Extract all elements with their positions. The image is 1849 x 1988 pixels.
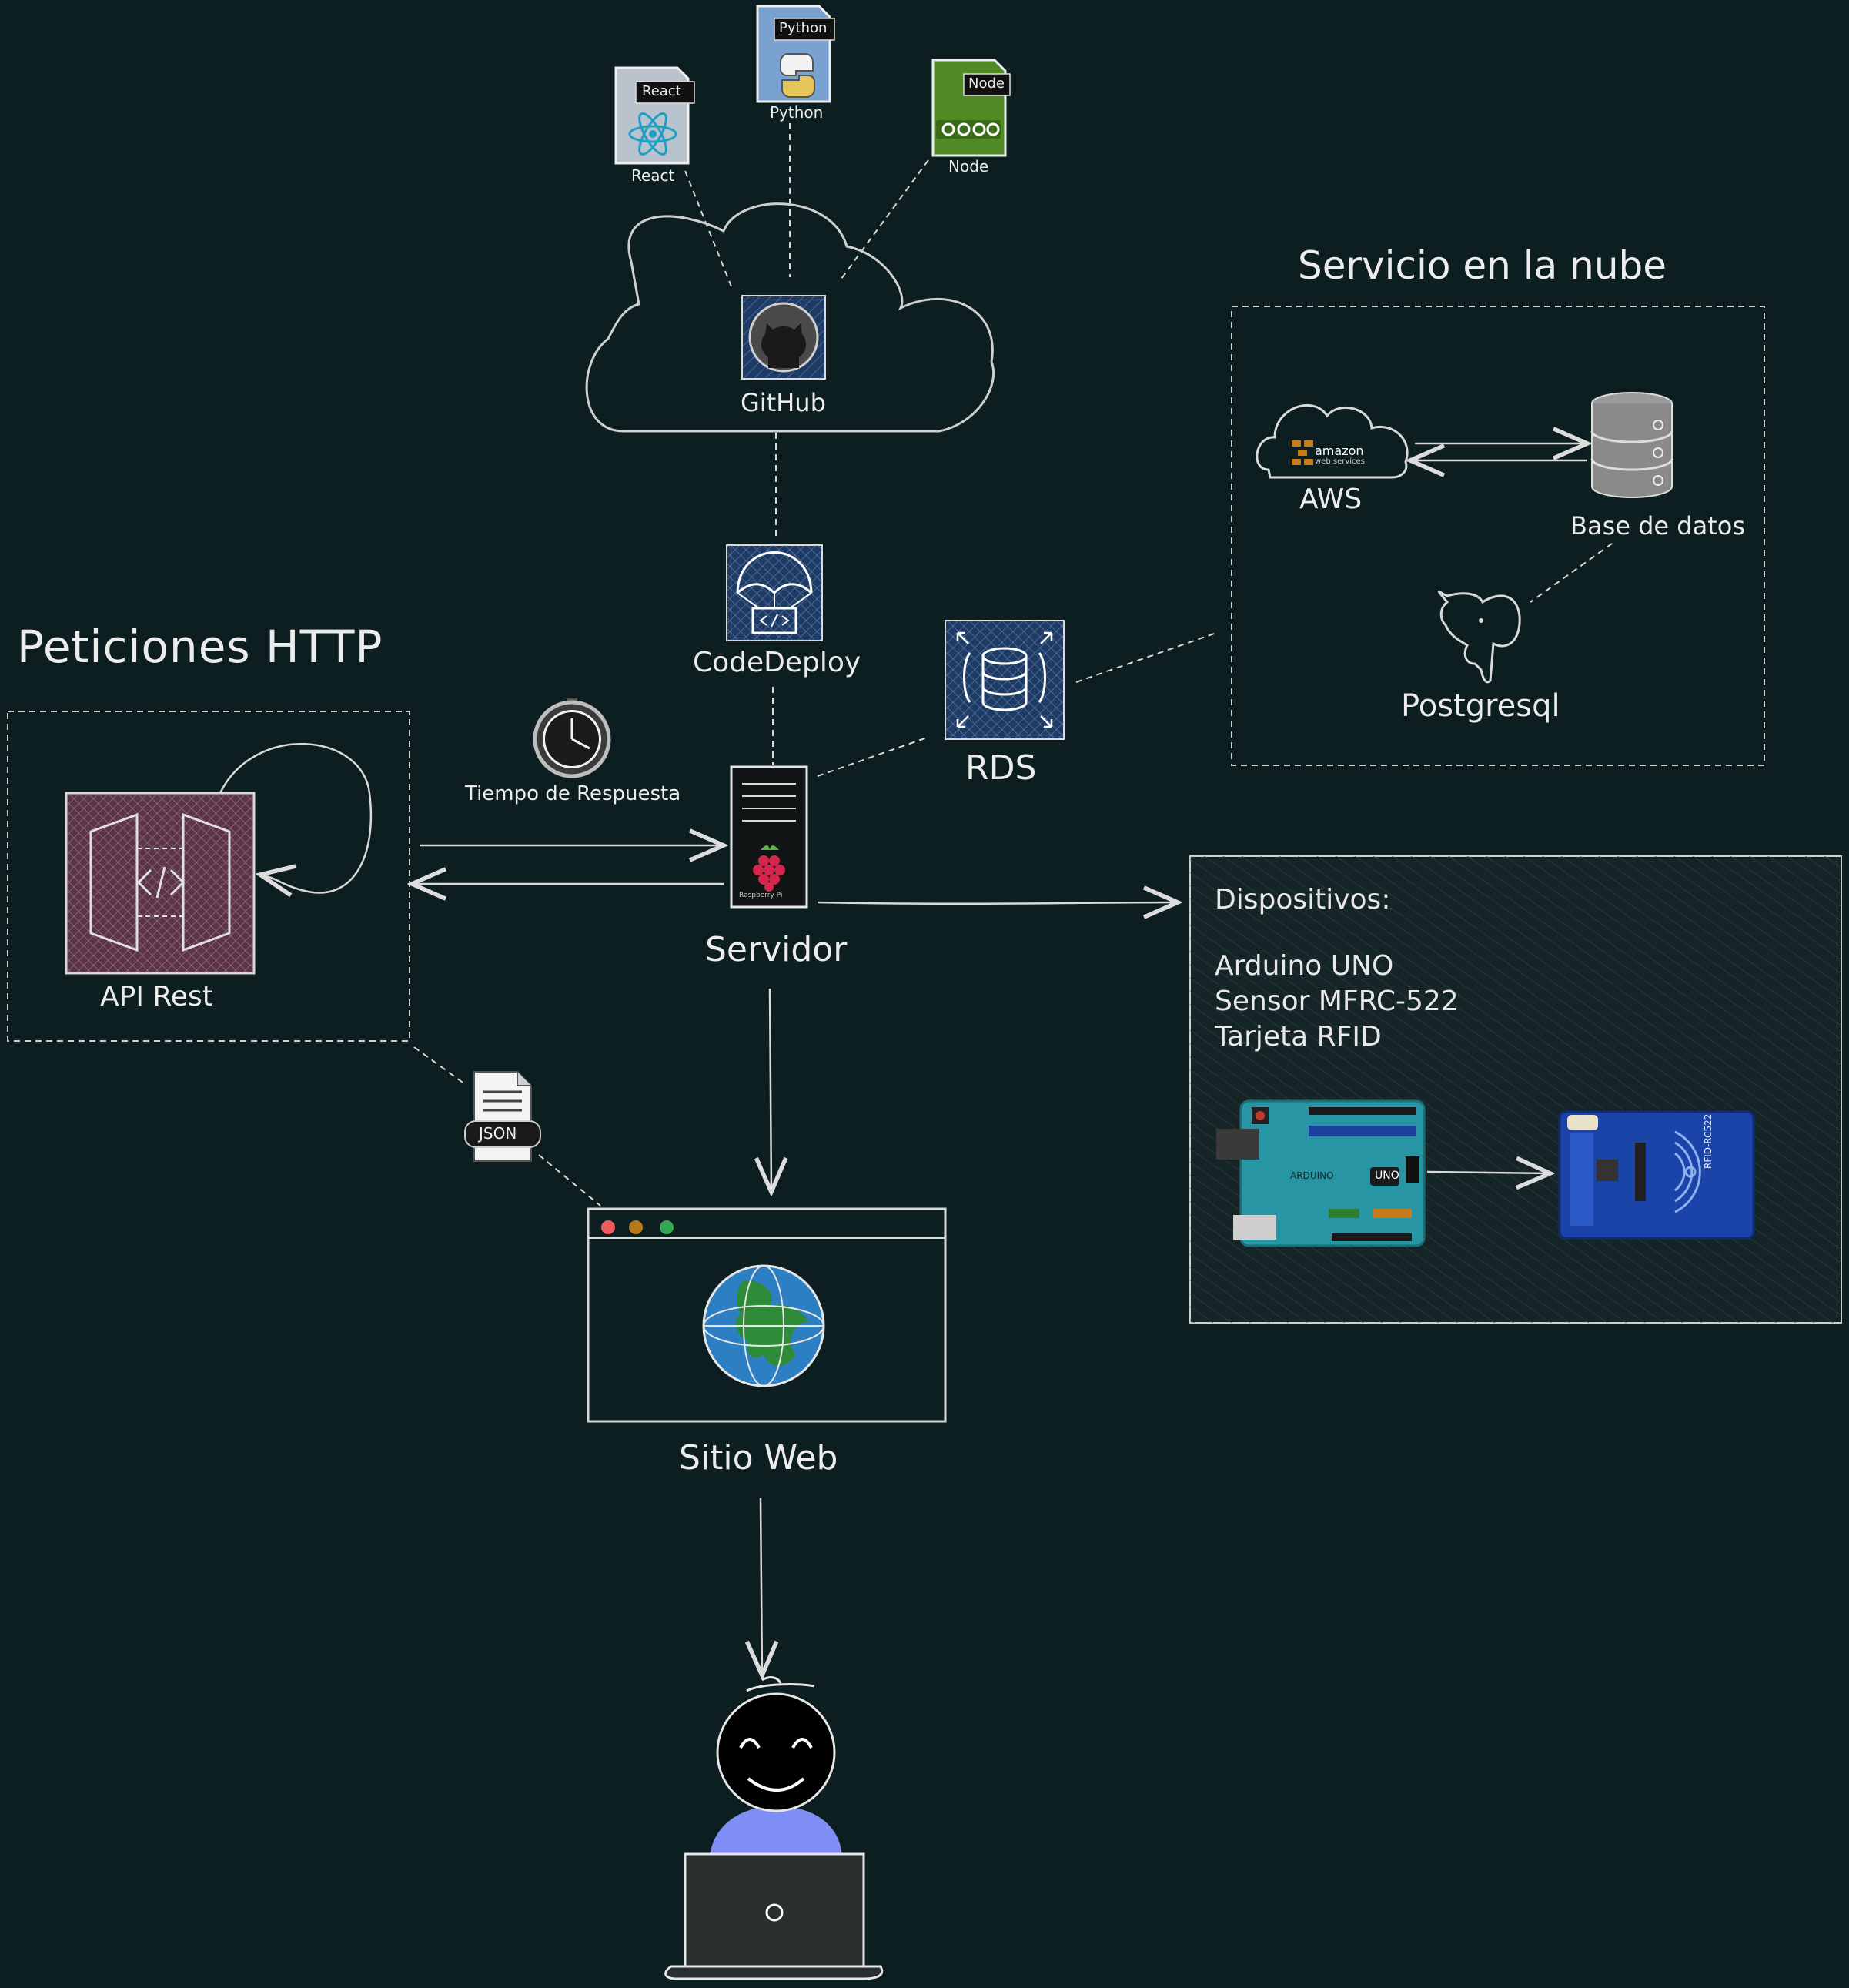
github-cloud-shape: [585, 202, 995, 433]
postgresql-label: Postgresql: [1401, 688, 1560, 724]
website-browser-window: [587, 1207, 947, 1423]
react-file-icon: [614, 66, 695, 165]
postgresql-elephant-icon: [1437, 590, 1521, 684]
rfid-board-text: RFID-RC522: [1703, 1113, 1714, 1169]
codedeploy-icon: [726, 544, 823, 641]
stopwatch-icon: [533, 698, 611, 778]
http-requests-title: Peticiones HTTP: [17, 621, 383, 673]
server-label: Servidor: [705, 930, 848, 969]
json-connector-top: [413, 1046, 466, 1085]
github-icon: [741, 295, 826, 380]
json-connector-bottom: [538, 1154, 601, 1207]
raspberry-server-icon: [730, 765, 808, 909]
rds-icon: [945, 620, 1065, 740]
website-to-user-arrow: [761, 1498, 762, 1675]
device-item-arduino: Arduino UNO: [1215, 950, 1394, 982]
api-self-loop: [219, 743, 373, 892]
device-item-card: Tarjeta RFID: [1215, 1021, 1382, 1053]
raspberry-label: Raspberry Pi: [739, 892, 783, 899]
cloud-service-title: Servicio en la nube: [1298, 243, 1667, 288]
website-label: Sitio Web: [679, 1438, 838, 1478]
python-tag-label: Python: [779, 20, 828, 36]
devices-heading: Dispositivos:: [1215, 884, 1391, 915]
node-file-icon: [931, 59, 1011, 157]
server-to-website-arrow: [770, 988, 771, 1192]
node-to-github-link: [838, 159, 929, 283]
arduino-to-rfid-arrow: [1426, 1172, 1550, 1173]
aws-logo-line2: web services: [1315, 457, 1365, 466]
user-with-laptop: [664, 1676, 884, 1980]
db-to-postgres-link: [1530, 543, 1613, 603]
json-label: JSON: [479, 1124, 517, 1143]
json-file-icon: [464, 1071, 541, 1162]
react-tag-label: React: [642, 83, 681, 99]
devices-text-block: Dispositivos: Arduino UNO Sensor MFRC-52…: [1215, 882, 1459, 1055]
rds-label: RDS: [965, 748, 1037, 788]
rds-to-cloud-link: [1075, 632, 1217, 683]
github-label: GitHub: [741, 388, 826, 417]
aws-cloud-icon: [1256, 403, 1409, 479]
react-caption-label: React: [631, 166, 675, 185]
api-gateway-icon: [65, 792, 256, 975]
aws-logo-line1: amazon: [1315, 443, 1364, 458]
rfid-rc522-board: [1558, 1110, 1755, 1240]
python-file-icon: [756, 5, 835, 103]
globe-icon: [702, 1264, 825, 1387]
node-caption-label: Node: [948, 157, 989, 176]
database-label: Base de datos: [1570, 511, 1745, 541]
node-tag-label: Node: [968, 75, 1005, 92]
api-rest-label: API Rest: [100, 981, 213, 1012]
codedeploy-label: CodeDeploy: [693, 647, 861, 678]
server-to-devices-arrow: [817, 902, 1178, 904]
python-caption-label: Python: [770, 103, 824, 122]
arduino-model-text: UNO: [1375, 1170, 1399, 1182]
device-item-sensor: Sensor MFRC-522: [1215, 986, 1459, 1017]
arduino-board-text: ARDUINO: [1290, 1170, 1334, 1181]
arduino-uno-board: [1216, 1099, 1426, 1247]
database-icon: [1590, 392, 1673, 498]
server-to-rds-link: [817, 737, 928, 777]
aws-label: AWS: [1299, 484, 1363, 515]
response-time-label: Tiempo de Respuesta: [465, 782, 681, 805]
